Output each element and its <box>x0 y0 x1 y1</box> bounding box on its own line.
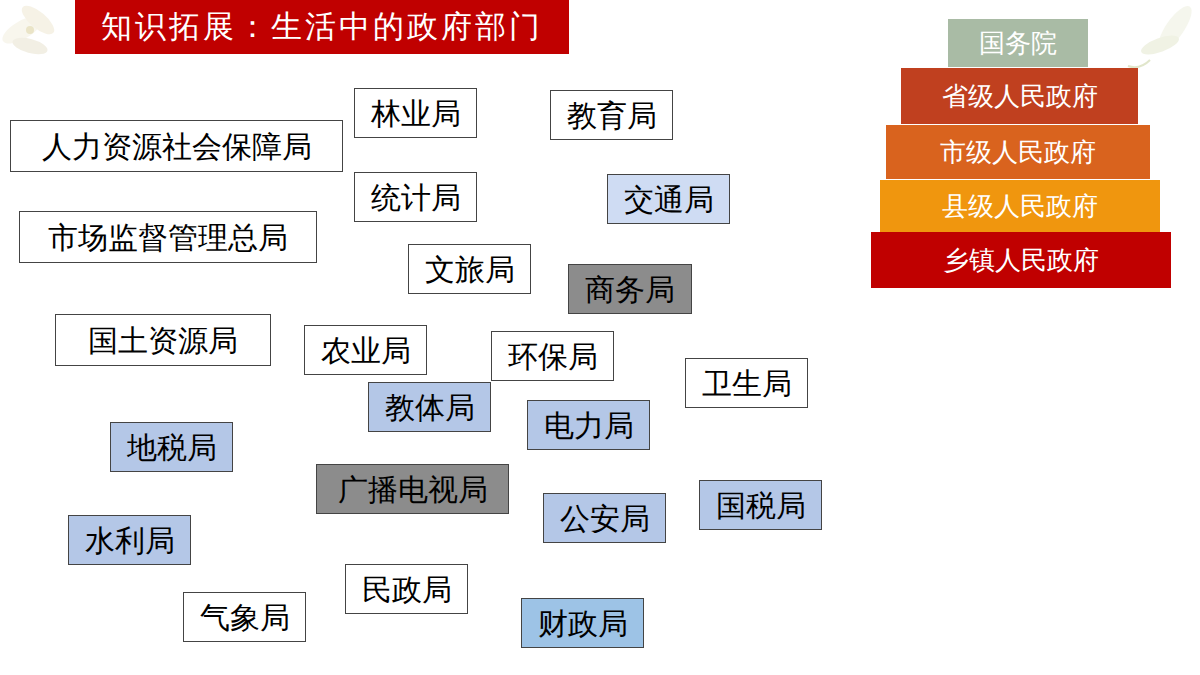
department-box: 水利局 <box>68 515 191 565</box>
node-label: 文旅局 <box>425 253 515 286</box>
node-label: 交通局 <box>624 183 714 216</box>
department-box: 统计局 <box>354 172 477 222</box>
department-box: 教育局 <box>550 90 673 140</box>
department-box: 财政局 <box>521 598 644 648</box>
department-box: 农业局 <box>304 325 427 375</box>
corner-flower <box>1128 2 1197 68</box>
node-label: 教体局 <box>385 391 475 424</box>
node-label: 教育局 <box>567 99 657 132</box>
node-label: 乡镇人民政府 <box>943 246 1099 275</box>
node-label: 电力局 <box>544 409 634 442</box>
department-box: 文旅局 <box>408 244 531 294</box>
department-box: 公安局 <box>543 493 666 543</box>
department-box: 环保局 <box>491 331 614 381</box>
department-box: 国税局 <box>699 480 822 530</box>
node-label: 国务院 <box>979 29 1057 58</box>
node-label: 卫生局 <box>702 367 792 400</box>
node-label: 市级人民政府 <box>940 138 1096 167</box>
node-label: 人力资源社会保障局 <box>42 130 312 163</box>
node-label: 农业局 <box>321 334 411 367</box>
department-box: 交通局 <box>607 174 730 224</box>
level-band: 市级人民政府 <box>886 125 1150 179</box>
level-band: 乡镇人民政府 <box>871 232 1171 288</box>
corner-flower <box>0 1 58 57</box>
node-label: 环保局 <box>508 340 598 373</box>
node-label: 广播电视局 <box>338 473 488 506</box>
department-box: 卫生局 <box>685 358 808 408</box>
department-box: 林业局 <box>354 88 477 138</box>
department-box: 民政局 <box>345 564 468 614</box>
department-box: 国土资源局 <box>55 314 271 366</box>
title-text: 知识拓展：生活中的政府部门 <box>101 6 543 48</box>
node-label: 公安局 <box>560 502 650 535</box>
node-label: 地税局 <box>127 431 217 464</box>
node-label: 财政局 <box>538 607 628 640</box>
department-box: 商务局 <box>568 264 692 314</box>
department-box: 广播电视局 <box>316 464 509 514</box>
department-box: 地税局 <box>110 422 233 472</box>
level-band: 省级人民政府 <box>901 68 1138 124</box>
level-band: 县级人民政府 <box>880 180 1160 232</box>
department-box: 教体局 <box>368 382 491 432</box>
title-banner: 知识拓展：生活中的政府部门 <box>75 0 569 54</box>
node-label: 省级人民政府 <box>942 82 1098 111</box>
department-box: 电力局 <box>527 400 650 450</box>
node-label: 市场监督管理总局 <box>48 221 288 254</box>
node-label: 民政局 <box>362 573 452 606</box>
node-label: 国土资源局 <box>88 324 238 357</box>
node-label: 县级人民政府 <box>942 192 1098 221</box>
node-label: 统计局 <box>371 181 461 214</box>
node-label: 林业局 <box>371 97 461 130</box>
node-label: 气象局 <box>200 601 290 634</box>
node-label: 国税局 <box>716 489 806 522</box>
department-box: 市场监督管理总局 <box>19 211 317 263</box>
department-box: 气象局 <box>183 592 306 642</box>
level-band: 国务院 <box>948 19 1088 67</box>
department-box: 人力资源社会保障局 <box>10 120 343 172</box>
node-label: 商务局 <box>585 273 675 306</box>
node-label: 水利局 <box>85 524 175 557</box>
